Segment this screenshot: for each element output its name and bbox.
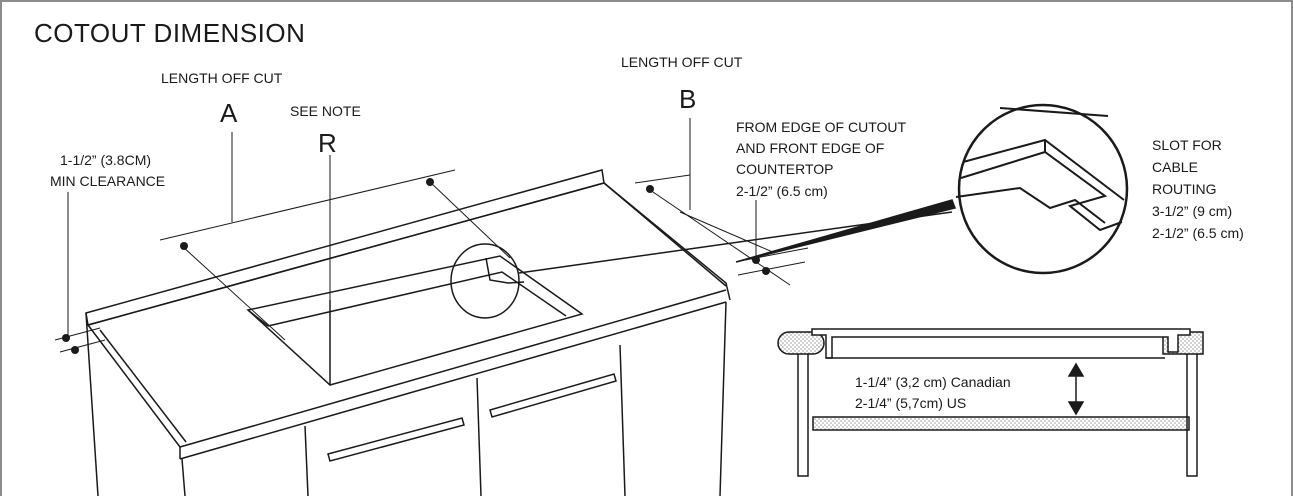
- slot-note-value-2: 2-1/2” (6.5 cm): [1152, 225, 1244, 241]
- slot-note-value-1: 3-1/2” (9 cm): [1152, 203, 1233, 219]
- clearance-value-label: 1-1/2” (3.8CM): [60, 152, 152, 168]
- detail-callout: [450, 199, 956, 319]
- section-view: [777, 328, 1204, 477]
- dimension-lines: [54, 118, 809, 380]
- length-a-label: LENGTH OFF CUT: [161, 70, 283, 86]
- clearance-text-label: MIN CLEARANCE: [50, 173, 166, 189]
- see-note-label: SEE NOTE: [290, 103, 361, 119]
- depth-us-label: 2-1/4” (5,7cm) US: [855, 395, 967, 411]
- slot-note-line-2: CABLE: [1152, 159, 1198, 175]
- cabinet: [85, 301, 727, 496]
- length-b-label: LENGTH OFF CUT: [621, 54, 743, 70]
- sink-cutout: [246, 255, 584, 386]
- edge-note-line-2: AND FRONT EDGE OF: [736, 140, 885, 156]
- page-title: COTOUT DIMENSION: [34, 18, 306, 48]
- countertop: [85, 169, 731, 460]
- edge-note-value: 2-1/2” (6.5 cm): [736, 183, 828, 199]
- letter-r-label: R: [318, 128, 337, 158]
- slot-note-line-1: SLOT FOR: [1152, 137, 1222, 153]
- edge-note-line-1: FROM EDGE OF CUTOUT: [736, 119, 907, 135]
- dimension-points: [62, 178, 770, 354]
- edge-note-line-3: COUNTERTOP: [736, 161, 834, 177]
- slot-note-line-3: ROUTING: [1152, 181, 1217, 197]
- letter-a-label: A: [220, 98, 238, 128]
- letter-b-label: B: [679, 84, 697, 114]
- depth-canadian-label: 1-1/4” (3,2 cm) Canadian: [855, 374, 1011, 390]
- slot-detail-magnified: [955, 103, 1129, 275]
